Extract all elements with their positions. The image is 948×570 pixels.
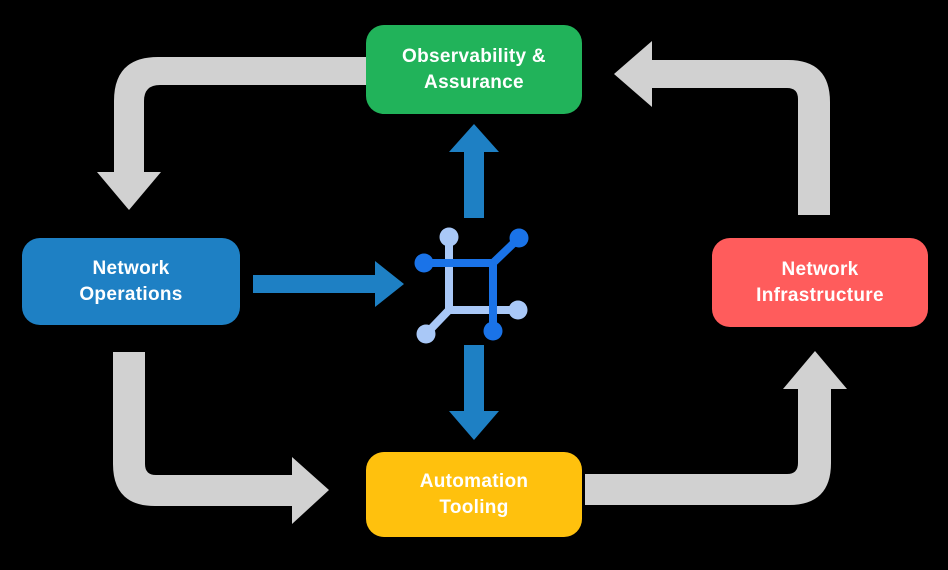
node-automation-tooling-label: Automation Tooling (419, 470, 529, 518)
arrow-automation-to-infrastructure (585, 351, 847, 505)
node-automation-tooling: Automation Tooling (366, 452, 582, 537)
arrow-center-to-assurance (449, 124, 499, 218)
node-network-operations-label: Network Operations (79, 257, 183, 305)
node-observability-assurance: Observability & Assurance (366, 25, 582, 114)
arrow-assurance-to-operations (97, 57, 370, 210)
arrow-infrastructure-to-assurance (614, 41, 830, 215)
arrow-operations-to-automation (113, 352, 329, 524)
node-observability-assurance-label: Observability & Assurance (402, 45, 546, 93)
node-network-infrastructure: Network Infrastructure (712, 238, 928, 327)
network-mesh-icon (414, 227, 529, 344)
arrow-center-to-automation (449, 345, 499, 440)
arrow-operations-to-center (253, 261, 404, 307)
node-network-operations: Network Operations (22, 238, 240, 325)
network-mesh-icon-dark-branch (414, 228, 529, 341)
node-network-infrastructure-label: Network Infrastructure (756, 258, 884, 306)
